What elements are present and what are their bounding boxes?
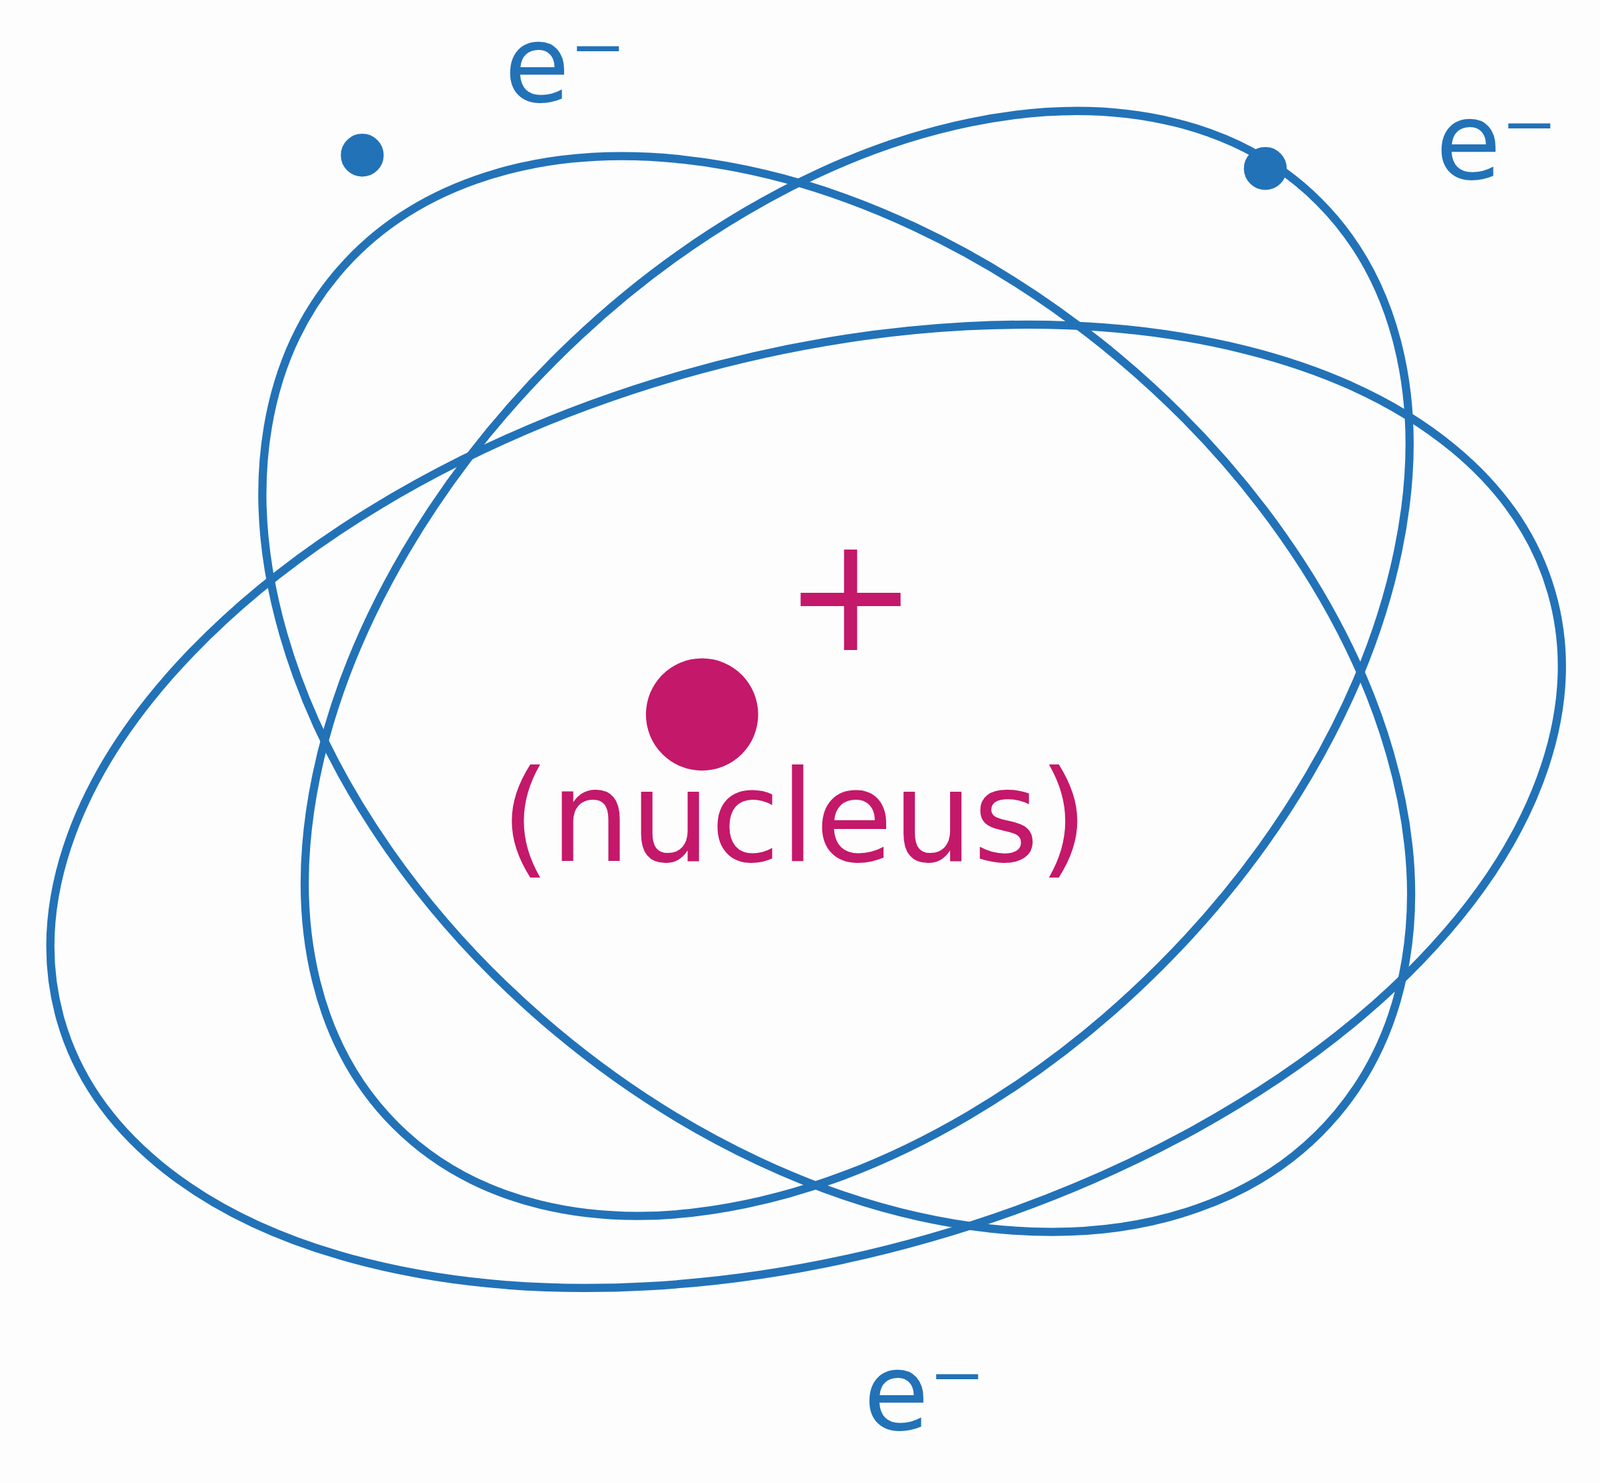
- electron-label: e⁻: [1430, 86, 1563, 199]
- electron-dot: [1246, 150, 1284, 187]
- charge-sign: +: [778, 512, 923, 678]
- nucleus-label: (nucleus): [495, 751, 1094, 884]
- electron-orbit: [54, 0, 1600, 1450]
- electron-label: e⁻: [498, 9, 632, 122]
- electron-orbit: [0, 160, 1600, 1452]
- electron-orbit: [92, 0, 1600, 1429]
- electron-label: e⁻: [858, 1337, 991, 1449]
- electron-dot: [343, 137, 381, 174]
